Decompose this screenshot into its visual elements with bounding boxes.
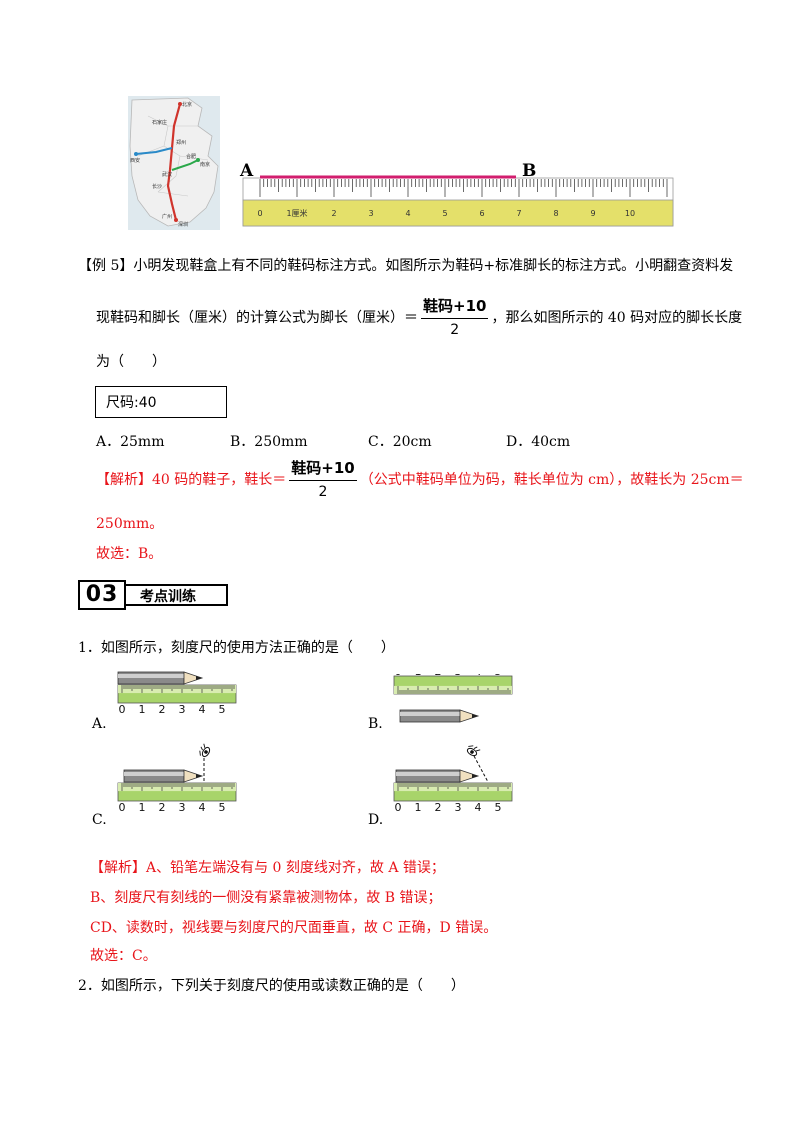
map-label: 长沙 <box>152 183 162 190</box>
ruler-number: 4 <box>475 801 482 814</box>
ruler-number: 1 <box>139 703 146 716</box>
example5-analysis: 【解析】40 码的鞋子，鞋长＝ 鞋码+10 2 （公式中鞋码单位为码，鞋长单位为… <box>96 456 744 504</box>
ruler-number: 0 <box>119 703 126 716</box>
ruler-number: 4 <box>199 703 206 716</box>
point-a-label: A <box>239 161 254 181</box>
analysis-post: （公式中鞋码单位为码，鞋长单位为 cm），故鞋长为 25cm＝ <box>359 472 744 488</box>
route-map: 北京 石家庄 郑州 西安 武汉 合肥 南京 长沙 广州 深圳 <box>128 96 220 230</box>
ruler-number: 4 <box>405 209 410 218</box>
map-label: 南京 <box>200 161 210 168</box>
ruler <box>117 782 237 802</box>
q1-stem: 1．如图所示，刻度尺的使用方法正确的是（ ） <box>78 640 395 656</box>
ruler-number: 3 <box>368 209 373 218</box>
map-label: 合肥 <box>186 153 196 160</box>
fraction-denominator: 2 <box>318 484 328 500</box>
example5-option-d: D．40cm <box>506 434 571 450</box>
example5-line2-post: ，那么如图所示的 40 码对应的脚长长度 <box>491 310 743 326</box>
map-label: 西安 <box>130 157 140 164</box>
shoe-formula-fraction: 鞋码+10 2 <box>421 296 489 340</box>
ruler-number: 0 <box>119 801 126 814</box>
ruler-number: 2 <box>331 209 336 218</box>
eye-icon <box>466 745 481 757</box>
ruler-number: 3 <box>179 801 186 814</box>
ruler-number: 2 <box>435 801 442 814</box>
ruler-number: 2 <box>435 674 442 678</box>
ruler-number: 7 <box>516 209 521 218</box>
ruler-number: 6 <box>479 209 484 218</box>
q1-figure-b: 0 1 2 3 4 5 <box>392 665 516 728</box>
section-header: 03 考点训练 <box>78 580 228 610</box>
ruler-number: 5 <box>219 801 226 814</box>
map-label: 郑州 <box>176 139 186 146</box>
ruler-number: 5 <box>495 801 502 814</box>
analysis-pre: 【解析】40 码的鞋子，鞋长＝ <box>96 472 287 488</box>
ruler-number: 2 <box>159 703 166 716</box>
q1-answer: 故选：C。 <box>90 948 157 964</box>
example5-option-b: B．250mm <box>230 434 308 450</box>
example5-answer: 故选：B。 <box>96 546 163 562</box>
ruler-number: 4 <box>199 801 206 814</box>
ruler <box>393 675 513 695</box>
ruler-number: 0 <box>257 209 262 218</box>
point-b-label: B <box>522 161 536 181</box>
example5-option-a: A．25mm <box>96 434 165 450</box>
example5-option-c: C．20cm <box>368 434 432 450</box>
map-label: 石家庄 <box>152 119 167 126</box>
q1-label-c: C. <box>92 812 107 828</box>
ruler-number: 10 <box>625 209 635 218</box>
shoe-size-text: 尺码:40 <box>106 395 157 411</box>
ruler-number: 3 <box>455 801 462 814</box>
map-label: 北京 <box>182 101 192 108</box>
example5-line3: 为（ ） <box>96 354 166 370</box>
q1-label-b: B. <box>368 716 383 732</box>
ruler-number: 3 <box>455 674 462 678</box>
example5-line1: 【例 5】小明发现鞋盒上有不同的鞋码标注方式。如图所示为鞋码+标准脚长的标注方式… <box>78 258 734 274</box>
example5-line2: 现鞋码和脚长（厘米）的计算公式为脚长（厘米）＝ 鞋码+10 2 ，那么如图所示的… <box>96 294 742 342</box>
analysis-formula-fraction: 鞋码+10 2 <box>289 458 357 502</box>
ruler-number: 5 <box>219 703 226 716</box>
ruler-ab-figure: A B 0 1厘米 2 3 4 5 6 7 8 9 10 <box>238 158 678 230</box>
q1-analysis-line1: 【解析】A、铅笔左端没有与 0 刻度线对齐，故 A 错误； <box>90 860 445 876</box>
q2-stem: 2．如图所示，下列关于刻度尺的使用或读数正确的是（ ） <box>78 978 465 994</box>
eye-icon <box>199 743 211 758</box>
map-label: 武汉 <box>162 171 172 178</box>
ruler-number: 2 <box>159 801 166 814</box>
ruler-number: 5 <box>495 674 502 678</box>
ruler <box>117 684 237 704</box>
ruler-number: 1 <box>139 801 146 814</box>
map-label: 广州 <box>162 213 172 220</box>
ruler-number: 0 <box>395 674 402 678</box>
ruler-number: 9 <box>590 209 595 218</box>
map-label: 深圳 <box>178 221 188 228</box>
ruler-number: 1 <box>415 674 422 678</box>
ruler <box>393 782 513 802</box>
q1-analysis-line3: CD、读数时，视线要与刻度尺的尺面垂直，故 C 正确，D 错误。 <box>90 920 498 936</box>
ruler-number: 3 <box>179 703 186 716</box>
q1-analysis-line2: B、刻度尺有刻线的一侧没有紧靠被测物体，故 B 错误； <box>90 890 442 906</box>
section-number: 03 <box>78 580 126 610</box>
fraction-denominator: 2 <box>450 322 460 338</box>
q1-label-a: A. <box>92 716 107 732</box>
ruler-number: 1厘米 <box>286 208 307 218</box>
fraction-numerator: 鞋码+10 <box>289 458 357 481</box>
ruler-number: 5 <box>442 209 447 218</box>
q1-label-d: D. <box>368 812 384 828</box>
pencil <box>395 769 480 783</box>
example5-line2-pre: 现鞋码和脚长（厘米）的计算公式为脚长（厘米）＝ <box>96 310 418 326</box>
ruler-number: 4 <box>475 674 482 678</box>
ruler-number: 0 <box>395 801 402 814</box>
ruler-number: 8 <box>553 209 558 218</box>
ruler-number: 1 <box>415 801 422 814</box>
shoe-size-box: 尺码:40 <box>95 386 227 418</box>
pencil <box>117 671 204 685</box>
pencil <box>123 769 204 783</box>
section-title: 考点训练 <box>126 584 228 606</box>
pencil <box>399 709 480 723</box>
fraction-numerator: 鞋码+10 <box>421 296 489 319</box>
example5-analysis-line2: 250mm。 <box>96 516 164 532</box>
